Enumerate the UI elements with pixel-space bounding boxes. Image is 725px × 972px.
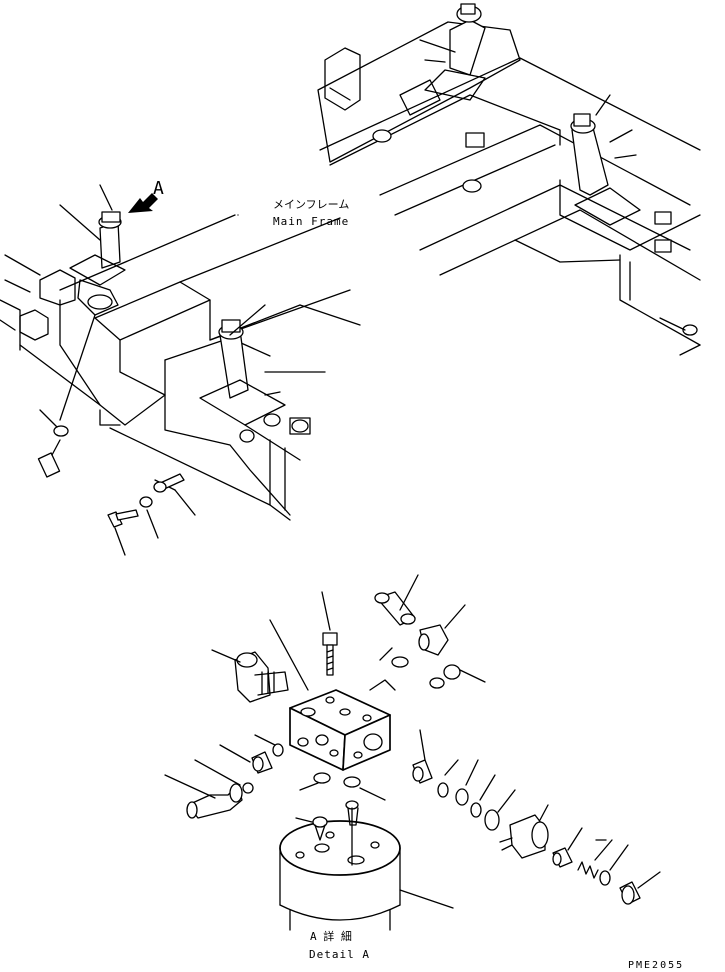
plug-top-right [374, 574, 419, 626]
fitting-left [211, 649, 289, 703]
adapter-right [412, 729, 433, 784]
spring-right [577, 839, 629, 886]
main-frame-upper-view [317, 3, 701, 356]
cylinder-left [69, 211, 126, 316]
plug-left [219, 744, 273, 774]
detail-label-jp: A 詳 細 [310, 929, 352, 943]
relief-valve-right [499, 804, 549, 859]
elbow-left [164, 774, 243, 819]
top-bolt [321, 591, 338, 676]
detail-a-view [164, 574, 661, 931]
valve-block [269, 619, 391, 771]
cylinder-right [199, 319, 326, 461]
elbow-top-right [418, 604, 466, 656]
cylinder-upper-left [399, 3, 486, 116]
plunger-right [552, 827, 583, 868]
bolt-bottom [107, 509, 139, 528]
pin [153, 473, 185, 493]
view-arrow-a: A [128, 178, 164, 213]
bolt-left [37, 439, 61, 478]
detail-a-label: A 詳 細 Detail A [309, 929, 370, 961]
base-cylinder [279, 820, 454, 931]
check-valve-small-center [345, 800, 359, 866]
detail-label-en: Detail A [309, 948, 370, 961]
cylinder-upper-right [570, 94, 641, 226]
main-frame-label-jp: メインフレーム [273, 198, 349, 211]
view-arrow-label: A [153, 178, 164, 199]
drawing-code: PME2055 [628, 960, 684, 971]
main-frame-label-en: Main Frame [273, 215, 349, 228]
check-valve-small-left [295, 816, 328, 841]
cap-right [619, 871, 661, 905]
main-frame-lower-view: A [0, 178, 361, 556]
main-frame-label: メインフレーム Main Frame [273, 198, 349, 228]
